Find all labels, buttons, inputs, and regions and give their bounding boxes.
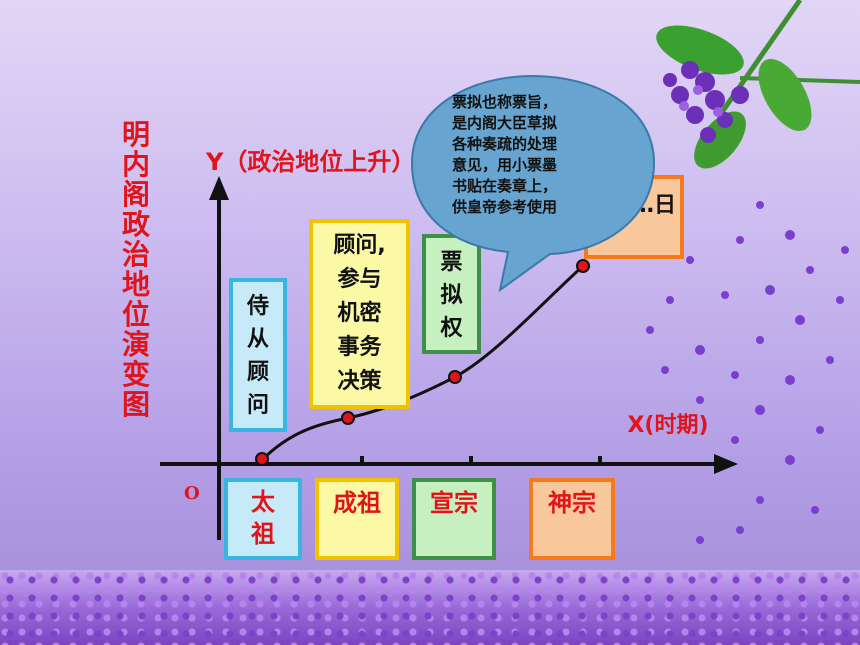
x-axis-arrow xyxy=(714,454,738,474)
role-box-taizu: 侍从顾问 xyxy=(229,278,287,432)
role-text-line: 拟 xyxy=(440,283,463,308)
title-char: 位 xyxy=(121,298,150,331)
role-text-line: 票 xyxy=(440,250,463,275)
diagram-title: 明内阁政治地位演变图 xyxy=(118,120,154,420)
period-text: 成祖 xyxy=(333,489,381,517)
title-char: 图 xyxy=(121,388,150,421)
role-box-xuanzong: 票拟权 xyxy=(422,234,481,354)
x-axis-ticks xyxy=(360,456,602,464)
period-box-chengzu: 成祖 xyxy=(315,478,399,560)
bubble-text-line: 书贴在奏章上， xyxy=(452,177,558,195)
period-text-line: 太 xyxy=(251,488,275,516)
period-box-xuanzong: 宣宗 xyxy=(412,478,496,560)
axes xyxy=(160,176,738,540)
bubble-text-line: 票拟也称票旨， xyxy=(452,93,558,111)
y-axis-arrow xyxy=(209,176,229,200)
title-char: 政 xyxy=(121,208,150,241)
political-status-curve xyxy=(260,264,585,462)
role-text-line: 问 xyxy=(246,393,269,418)
role-text-line: 参与 xyxy=(337,267,382,292)
role-text-line: 权 xyxy=(440,316,463,341)
role-text-line: 机密 xyxy=(337,301,382,326)
bubble-text-line: 各种奏疏的处理 xyxy=(452,135,558,153)
period-text: 神宗 xyxy=(548,489,596,517)
bubble-text-line: 意见，用小票墨 xyxy=(452,156,558,174)
curve-point-chengzu xyxy=(341,411,355,425)
role-text-line: 事务 xyxy=(337,335,382,360)
period-text-line: 祖 xyxy=(251,520,275,548)
title-char: 变 xyxy=(121,358,150,391)
x-axis-label: X(时期) xyxy=(627,413,709,438)
speech-bubble-text: 票拟也称票旨， 是内阁大臣草拟各种奏疏的处理意见，用小票墨书贴在奏章上， 供皇帝参考… xyxy=(452,92,622,218)
role-text-line: 侍 xyxy=(246,294,269,319)
period-box-taizu: 太祖 xyxy=(224,478,302,560)
curve-points xyxy=(255,259,590,466)
lilac-branch-decoration xyxy=(656,0,860,169)
title-char: 地 xyxy=(121,268,150,301)
period-box-shenzong: 神宗 xyxy=(529,478,615,560)
title-char: 治 xyxy=(121,238,150,271)
title-char: 内 xyxy=(121,148,150,181)
role-box-chengzu: 顾问, 参与机密事务决策 xyxy=(309,219,410,409)
bubble-text-line: 是内阁大臣草拟 xyxy=(452,114,558,132)
bubble-text-line: 供皇帝参考使用 xyxy=(452,198,558,216)
y-axis-label: Y（政治地位上升） xyxy=(206,148,416,176)
period-text: 宣宗 xyxy=(430,489,478,517)
flower-bed-decoration xyxy=(0,570,860,645)
role-text-line: 从 xyxy=(246,327,269,352)
role-text-line: 顾问, xyxy=(333,233,386,258)
title-char: 明 xyxy=(121,118,150,151)
curve-point-shenzong xyxy=(576,259,590,273)
origin-label: O xyxy=(184,483,200,504)
title-char: 阁 xyxy=(121,178,150,211)
role-text-line: 顾 xyxy=(246,360,269,385)
curve-point-taizu xyxy=(255,452,269,466)
scattered-petals-decoration xyxy=(646,201,849,544)
curve-point-xuanzong xyxy=(448,370,462,384)
speech-bubble xyxy=(410,74,656,293)
title-char: 演 xyxy=(121,328,150,361)
role-text-line: 决策 xyxy=(337,369,382,394)
